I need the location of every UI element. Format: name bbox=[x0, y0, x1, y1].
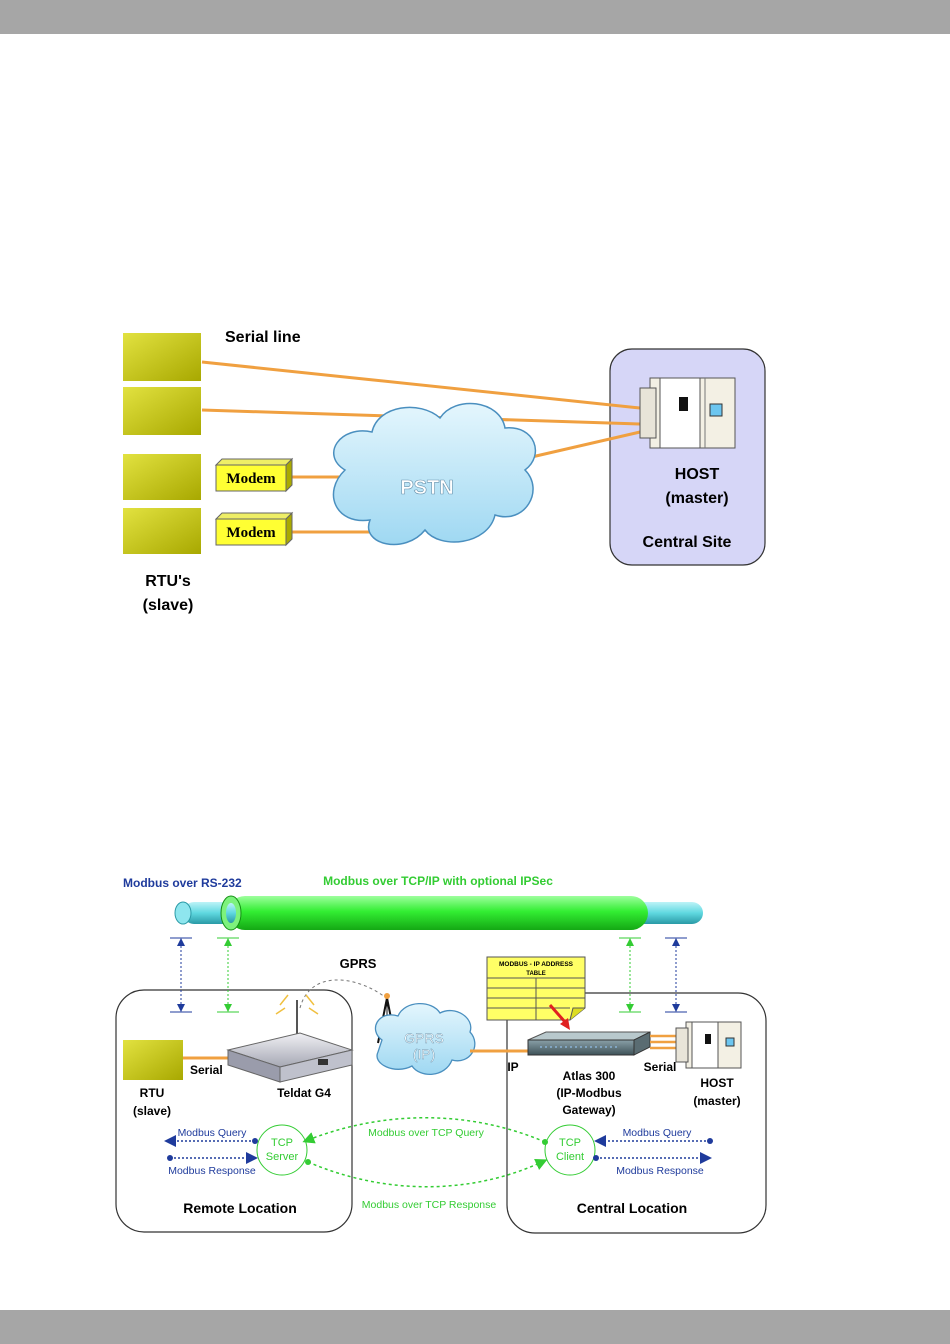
modbus-tcpip-label: Modbus over TCP/IP with optional IPSec bbox=[323, 874, 553, 888]
rtu-boxes bbox=[123, 333, 201, 554]
teldat-label: Teldat G4 bbox=[277, 1086, 331, 1100]
table-title: MODBUS - IP ADDRESS bbox=[499, 961, 574, 968]
host-computer-icon bbox=[639, 377, 736, 449]
tcp-response-label: Modbus over TCP Response bbox=[362, 1199, 497, 1211]
atlas-gateway-icon bbox=[527, 1031, 651, 1056]
modem-2 bbox=[214, 511, 294, 547]
pstn-label: PSTN bbox=[400, 477, 453, 499]
response-right-label: Modbus Response bbox=[616, 1165, 704, 1177]
rtu-box bbox=[123, 1040, 183, 1080]
tcp-server-label-2: Server bbox=[266, 1151, 299, 1163]
serial-left-label: Serial bbox=[190, 1063, 223, 1077]
atlas-label-3: Gateway) bbox=[562, 1103, 615, 1117]
tcp-query-arrow bbox=[302, 1117, 546, 1144]
host-master-label: (master) bbox=[693, 1094, 740, 1108]
tcp-client-label-2: Client bbox=[556, 1151, 584, 1163]
slave-label: (slave) bbox=[143, 597, 194, 614]
modem-1 bbox=[214, 457, 294, 493]
tcp-client-node bbox=[544, 1124, 596, 1176]
rtu-box bbox=[123, 508, 201, 554]
tcp-client-label-1: TCP bbox=[559, 1137, 581, 1149]
gprs-cloud-label: GPRS bbox=[404, 1030, 444, 1046]
diagram-serial-pstn: Modem Modem PSTN HOST (master) Central S… bbox=[123, 329, 766, 614]
ip-label: IP bbox=[507, 1060, 518, 1074]
gprs-link bbox=[299, 979, 386, 1009]
serial-line-label: Serial line bbox=[225, 329, 301, 346]
rtu-label: RTU bbox=[140, 1086, 165, 1100]
tcp-query-label: Modbus over TCP Query bbox=[368, 1127, 484, 1139]
rtu-box bbox=[123, 387, 201, 435]
host-label: HOST bbox=[675, 466, 720, 483]
gprs-cloud bbox=[374, 1002, 476, 1075]
bottom-bar bbox=[0, 1310, 950, 1344]
gprs-ip-label: (IP) bbox=[413, 1046, 436, 1062]
query-right-label: Modbus Query bbox=[623, 1127, 693, 1139]
modem-label: Modem bbox=[226, 525, 276, 541]
tcp-server-node bbox=[256, 1124, 308, 1176]
central-site-label: Central Site bbox=[643, 534, 732, 551]
central-location-label: Central Location bbox=[577, 1200, 687, 1216]
rtu-box bbox=[123, 454, 201, 500]
modbus-rs232-label: Modbus over RS-232 bbox=[123, 876, 242, 890]
tcp-server-label-1: TCP bbox=[271, 1137, 293, 1149]
address-table-note bbox=[486, 956, 586, 1030]
remote-location-label: Remote Location bbox=[183, 1200, 297, 1216]
diagram-modbus-gateway: Modbus over RS-232 Modbus over TCP/IP wi… bbox=[115, 874, 767, 1234]
gprs-top-label: GPRS bbox=[340, 956, 377, 971]
atlas-label-2: (IP-Modbus bbox=[556, 1086, 622, 1100]
rtu-box bbox=[123, 333, 201, 381]
master-label: (master) bbox=[665, 490, 728, 507]
tcp-response-arrow bbox=[307, 1159, 548, 1188]
host-label: HOST bbox=[700, 1076, 734, 1090]
query-left-label: Modbus Query bbox=[178, 1127, 248, 1139]
modem-label: Modem bbox=[226, 471, 276, 487]
serial-links-right bbox=[650, 1034, 676, 1050]
teldat-router-icon bbox=[226, 994, 354, 1083]
atlas-label-1: Atlas 300 bbox=[563, 1069, 616, 1083]
serial-right-label: Serial bbox=[644, 1060, 677, 1074]
rtus-label: RTU's bbox=[145, 573, 191, 590]
top-bar bbox=[0, 0, 950, 34]
rtu-slave-label: (slave) bbox=[133, 1104, 171, 1118]
tube-arrows bbox=[170, 937, 687, 1013]
host-computer-icon bbox=[675, 1021, 742, 1069]
response-left-label: Modbus Response bbox=[168, 1165, 256, 1177]
modbus-tube bbox=[174, 895, 703, 931]
table-subtitle: TABLE bbox=[526, 971, 546, 977]
pstn-cloud bbox=[332, 402, 536, 546]
